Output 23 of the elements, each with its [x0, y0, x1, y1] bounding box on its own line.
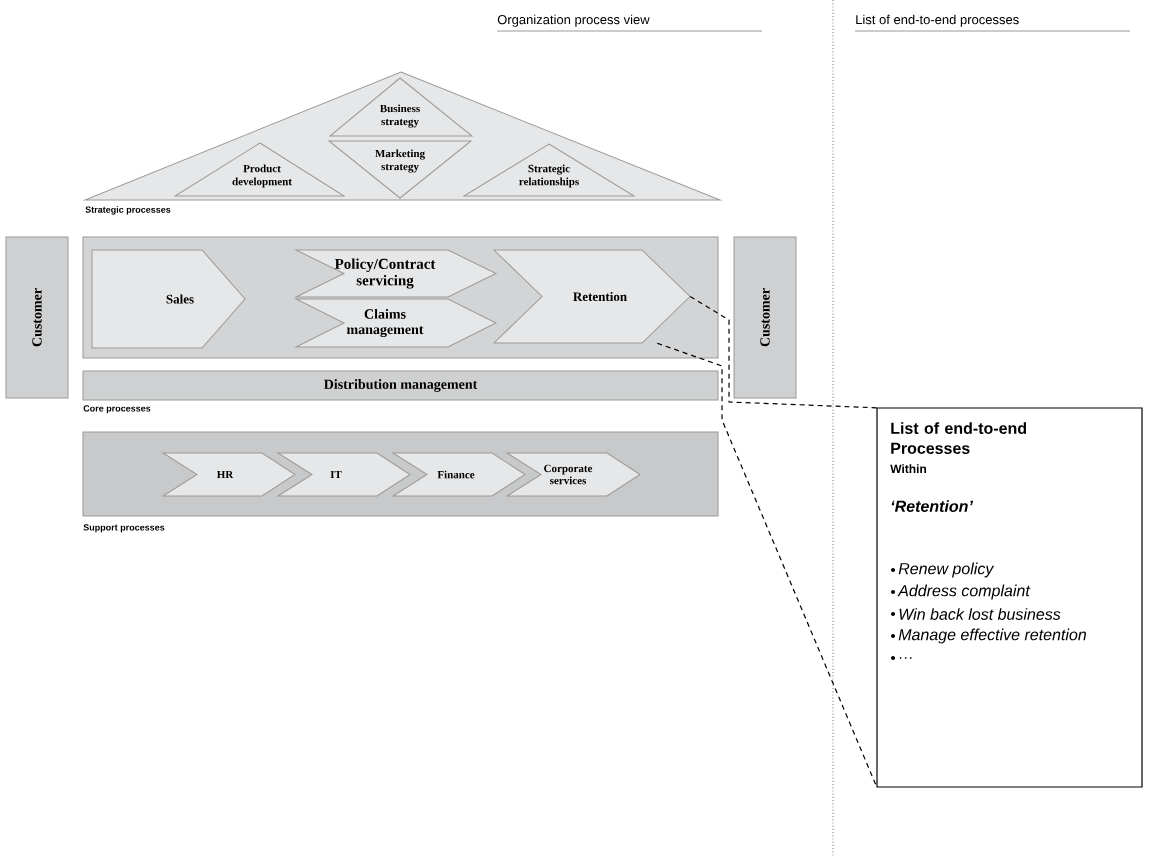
- band-heading: Support processes: [83, 524, 165, 533]
- section-heading: Organization process view: [496, 14, 763, 32]
- strategy-triangle: Product development: [174, 142, 345, 197]
- list-item: Address complaint: [891, 584, 1031, 600]
- list-item: …: [891, 656, 912, 660]
- band-heading: Strategic processes: [85, 206, 171, 215]
- strategy-triangle: Business strategy: [329, 77, 473, 137]
- list-item: Manage effective retention: [891, 628, 1086, 644]
- list-box: [876, 407, 1143, 788]
- list-item: Renew policy: [891, 562, 995, 578]
- distribution-bar: Distribution management: [82, 370, 719, 401]
- connector-line: [689, 295, 878, 409]
- strategy-triangle: Strategic relationships: [463, 143, 635, 197]
- box-subheading: ‘Retention’: [891, 500, 974, 512]
- strategy-triangle: Marketing strategy: [328, 140, 472, 199]
- list-item: Win back lost business: [891, 608, 1061, 620]
- customer-bar: Customer: [733, 236, 797, 399]
- box-subheading: Within: [890, 464, 927, 473]
- customer-bar: Customer: [5, 236, 69, 399]
- band-heading: Core processes: [83, 405, 151, 414]
- section-heading: List of end-to-end processes: [854, 14, 1131, 32]
- box-heading: List of end-to-end Processes: [891, 422, 1026, 454]
- connector-line: [656, 342, 878, 788]
